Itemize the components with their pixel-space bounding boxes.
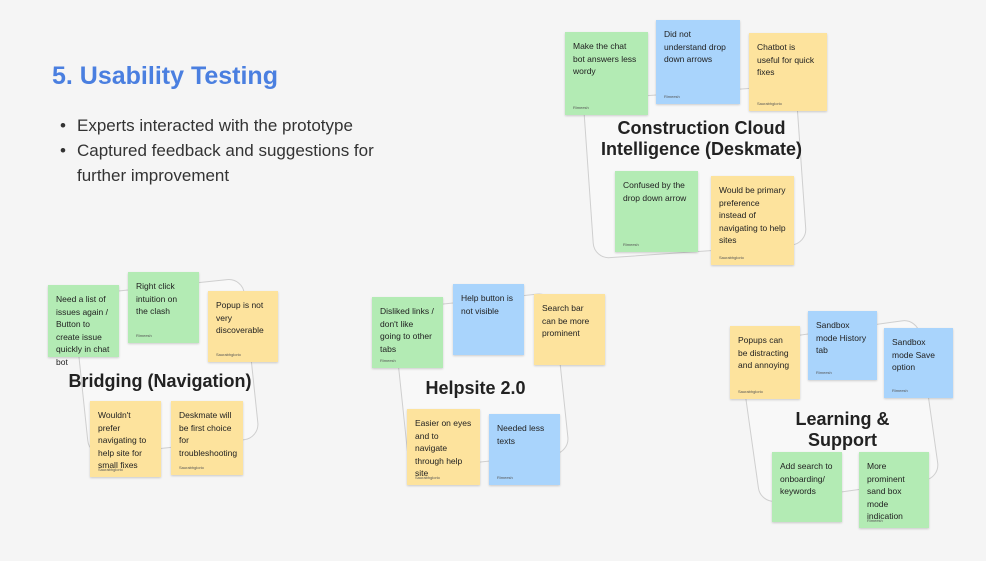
sticky-note[interactable]: Did not understand drop down arrows Rime… — [656, 20, 740, 104]
note-text: Search bar can be more prominent — [542, 303, 590, 338]
sticky-note[interactable]: Chatbot is useful for quick fixes Saurab… — [749, 33, 827, 111]
note-author: Rimeesh — [664, 94, 680, 99]
cluster-learning-label: Learning & Support — [795, 409, 890, 450]
note-text: Would be primary preference instead of n… — [719, 185, 786, 245]
note-author: Rimeesh — [573, 105, 589, 110]
note-author: Saurabhglorio — [98, 467, 123, 472]
note-author: Saurabhglorio — [179, 465, 204, 470]
sticky-note[interactable]: Add search to onboarding/ keywords — [772, 452, 842, 522]
note-author: Rimeesh — [816, 370, 832, 375]
sticky-note[interactable]: Needed less texts Rimeesh — [489, 414, 560, 485]
note-author: Rimeesh — [136, 333, 152, 338]
bullet-list: Experts interacted with the prototype Ca… — [60, 113, 400, 188]
note-author: Saurabhglorio — [738, 389, 763, 394]
sticky-note[interactable]: Help button is not visible — [453, 284, 524, 355]
cluster-bridging-label: Bridging (Navigation) — [68, 371, 252, 391]
note-text: Need a list of issues again / Button to … — [56, 294, 110, 367]
note-text: Did not understand drop down arrows — [664, 29, 726, 64]
note-text: Confused by the drop down arrow — [623, 180, 687, 203]
note-text: Popup is not very discoverable — [216, 300, 264, 335]
note-author: Saurabhglorio — [757, 101, 782, 106]
note-author: Saurabhglorio — [216, 352, 241, 357]
note-text: Add search to onboarding/ keywords — [780, 461, 833, 496]
note-text: Right click intuition on the clash — [136, 281, 178, 316]
sticky-note[interactable]: Sandbox mode Save option Rimeesh — [884, 328, 953, 398]
note-text: Sandbox mode Save option — [892, 337, 935, 372]
note-text: Sandbox mode History tab — [816, 320, 867, 355]
note-text: Help button is not visible — [461, 293, 513, 316]
bullet-item: Captured feedback and suggestions for fu… — [60, 138, 400, 188]
bullet-item: Experts interacted with the prototype — [60, 113, 400, 138]
sticky-note[interactable]: More prominent sand box mode indication … — [859, 452, 929, 528]
note-text: Popups can be distracting and annoying — [738, 335, 790, 370]
sticky-note[interactable]: Disliked links / don't like going to oth… — [372, 297, 443, 368]
slide-title: 5. Usability Testing — [52, 62, 278, 90]
sticky-note[interactable]: Would be primary preference instead of n… — [711, 176, 794, 265]
sticky-note[interactable]: Popup is not very discoverable Saurabhgl… — [208, 291, 278, 362]
sticky-note[interactable]: Popups can be distracting and annoying S… — [730, 326, 800, 399]
note-text: Disliked links / don't like going to oth… — [380, 306, 434, 354]
sticky-note[interactable]: Wouldn't prefer navigating to help site … — [90, 401, 161, 477]
note-author: Rimeesh — [623, 242, 639, 247]
note-author: Saurabhglorio — [719, 255, 744, 260]
sticky-note[interactable]: Easier on eyes and to navigate through h… — [407, 409, 480, 485]
note-text: Needed less texts — [497, 423, 545, 446]
note-author: Rimeesh — [892, 388, 908, 393]
note-text: Easier on eyes and to navigate through h… — [415, 418, 472, 478]
sticky-note[interactable]: Confused by the drop down arrow Rimeesh — [615, 171, 698, 252]
note-text: More prominent sand box mode indication — [867, 461, 905, 521]
cluster-helpsite-label: Helpsite 2.0 — [425, 378, 526, 398]
note-text: Wouldn't prefer navigating to help site … — [98, 410, 147, 470]
note-text: Make the chat bot answers less wordy — [573, 41, 637, 76]
sticky-note[interactable]: Need a list of issues again / Button to … — [48, 285, 119, 367]
note-author: Saurabhglorio — [415, 475, 440, 480]
sticky-note[interactable]: Sandbox mode History tab Rimeesh — [808, 311, 877, 380]
sticky-note[interactable]: Search bar can be more prominent — [534, 294, 605, 365]
sticky-note[interactable]: Make the chat bot answers less wordy Rim… — [565, 32, 648, 115]
note-author: Rimeesh — [497, 475, 513, 480]
sticky-note[interactable]: Deskmate will be first choice for troubl… — [171, 401, 243, 475]
note-author: Rimeesh — [867, 518, 883, 523]
sticky-note[interactable]: Right click intuition on the clash Rimee… — [128, 272, 199, 343]
note-text: Chatbot is useful for quick fixes — [757, 42, 815, 77]
note-text: Deskmate will be first choice for troubl… — [179, 410, 238, 458]
cluster-deskmate-label: Construction Cloud Intelligence (Deskmat… — [600, 118, 803, 159]
note-author: Rimeesh — [380, 358, 396, 363]
